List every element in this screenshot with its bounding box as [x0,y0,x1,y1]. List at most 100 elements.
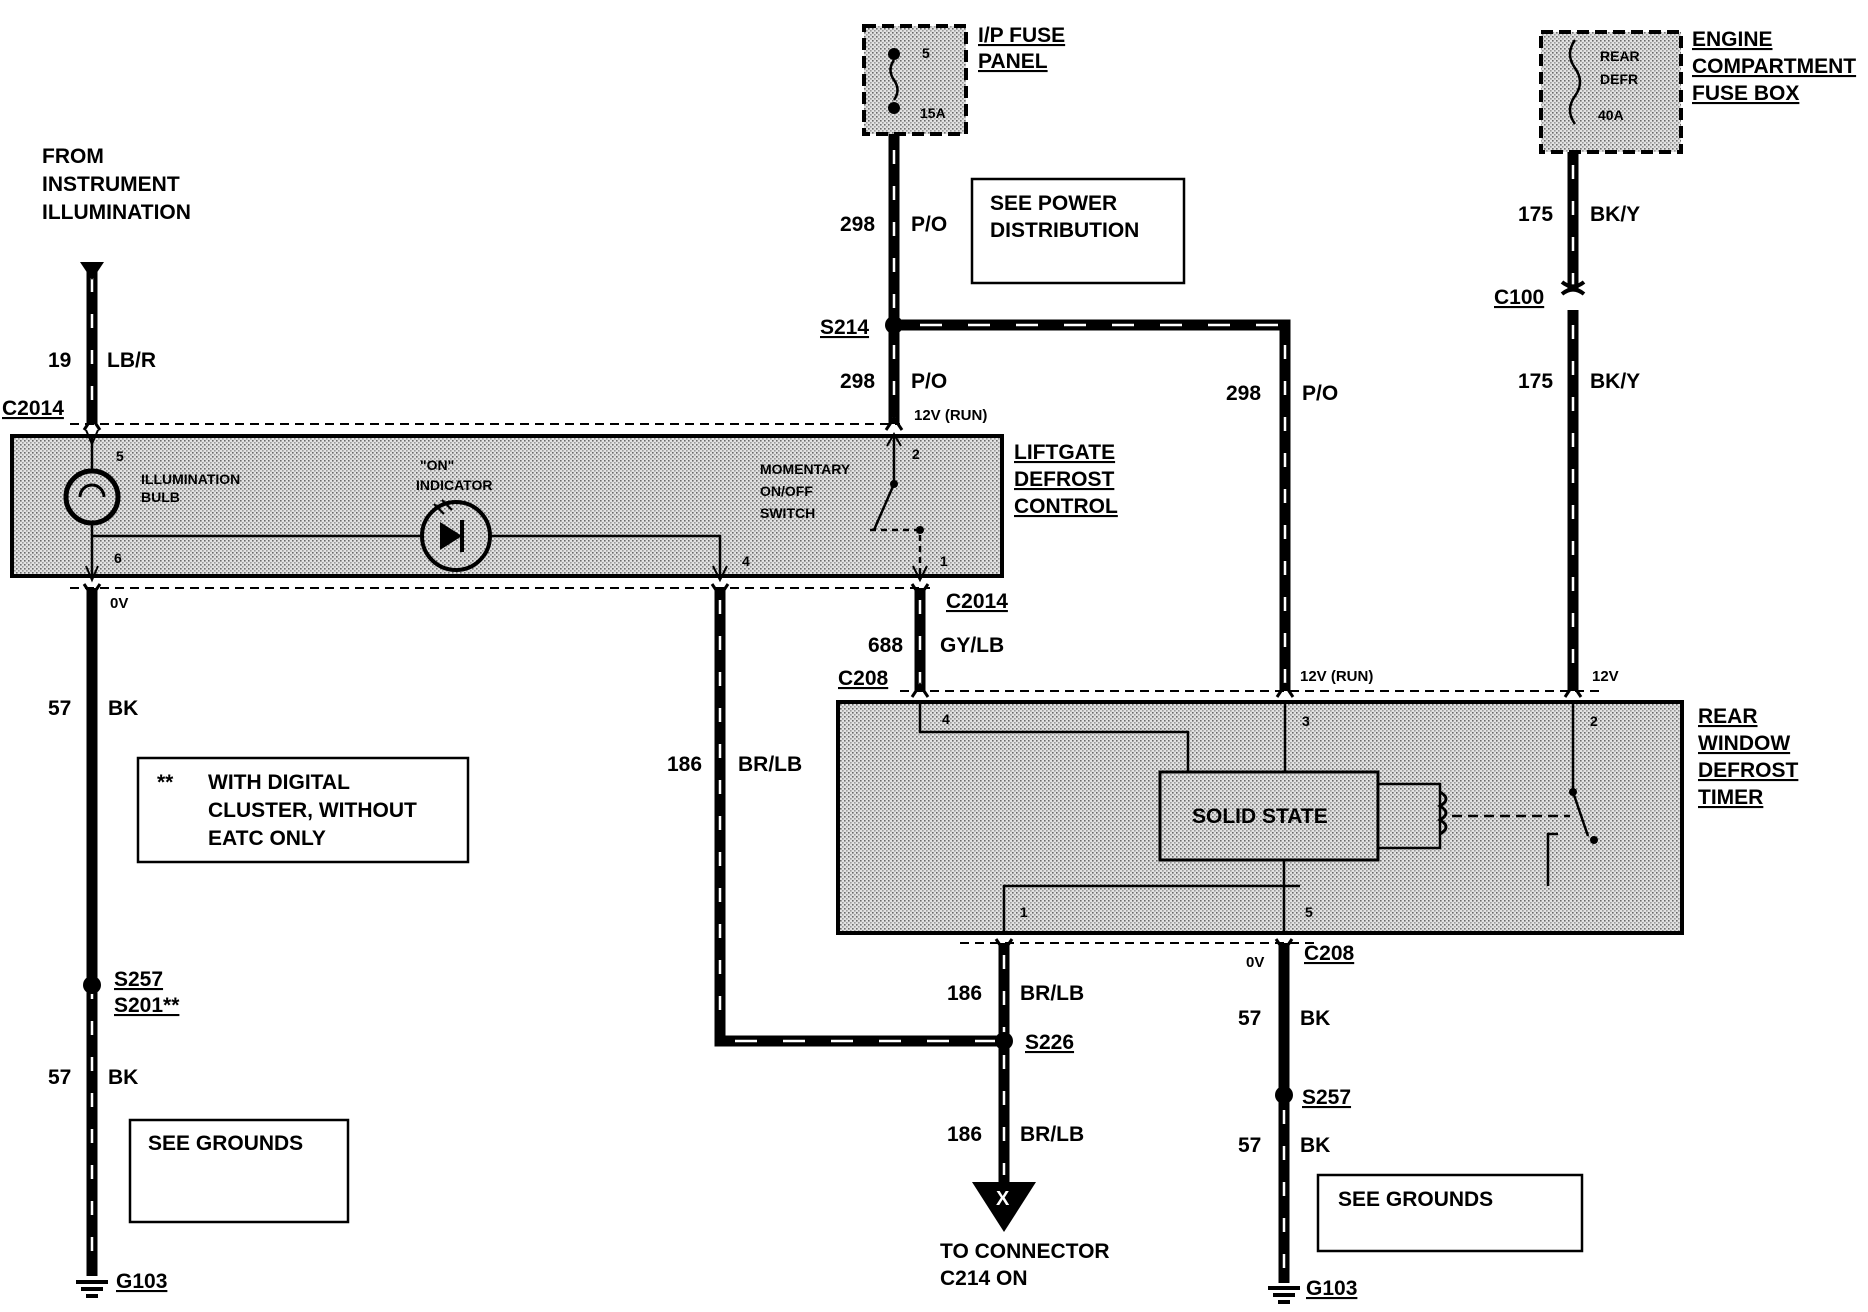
splice-s226-dot [995,1032,1013,1050]
connector-c208-label-bottom: C208 [1304,942,1355,965]
voltage-timer-zero: 0V [1246,954,1264,971]
ground-symbol-right [1268,1286,1300,1304]
voltage-timer-run: 12V (RUN) [1300,668,1373,685]
engine-fuse-box-label-2: COMPARTMENT [1692,55,1856,78]
connector-arrow [994,938,1014,954]
ip-fuse-panel-label-1: I/P FUSE [978,24,1065,47]
connector-c2014-label-bottom: C2014 [946,590,1008,613]
fuse-rating: 15A [920,105,946,121]
ground-symbol-left [76,1280,108,1298]
pin-6-label: 6 [114,550,122,566]
circuit-298-color: P/O [1302,382,1338,405]
power-distribution-note [970,177,1186,285]
switch-label-line-2: ON/OFF [760,483,813,499]
digital-note-mark: ** [157,771,174,794]
circuit-186-number: 186 [667,753,702,776]
liftgate-label-line-1: LIFTGATE [1014,441,1115,464]
timer-internal-wiring [918,700,1598,933]
splice-s257-dot-right [1275,1086,1293,1104]
timer-label-line-1: REAR [1698,705,1758,728]
connector-arrow [710,583,730,599]
destination-line-1: TO CONNECTOR [940,1240,1110,1263]
connector-c100-label: C100 [1494,286,1544,309]
timer-pin-1-label: 1 [1020,904,1028,920]
timer-label-line-4: TIMER [1698,786,1763,809]
connector-c2014-label-top: C2014 [2,397,64,420]
pin-2-label: 2 [912,446,920,462]
connector-arrow [1275,682,1295,698]
digital-note-line-2: CLUSTER, WITHOUT [208,799,417,822]
bulb-label-line-2: BULB [141,489,180,505]
see-grounds-left-text: SEE GROUNDS [148,1132,303,1155]
circuit-57-color: BK [108,1066,138,1089]
circuit-57-number: 57 [1238,1007,1261,1030]
liftgate-label-line-3: CONTROL [1014,495,1118,518]
digital-note-line-1: WITH DIGITAL [208,771,350,794]
power-note-line-2: DISTRIBUTION [990,219,1139,242]
ground-g103-label-left: G103 [116,1270,167,1293]
circuit-186-color: BR/LB [1020,1123,1084,1146]
voltage-timer-batt: 12V [1592,668,1619,685]
pin-1-label: 1 [940,553,948,569]
circuit-186-number: 186 [947,1123,982,1146]
liftgate-defrost-control-module [10,434,1004,578]
indicator-label-line-1: "ON" [420,457,454,473]
engine-fuse-rating: 40A [1598,107,1624,123]
digital-note-line-3: EATC ONLY [208,827,326,850]
wire-186-control-to-s226 [714,588,1004,1047]
circuit-298-number: 298 [1226,382,1261,405]
connector-x-arrow [972,1182,1036,1232]
ground-g103-label-right: G103 [1306,1277,1357,1300]
connector-c208-label-top: C208 [838,667,889,690]
wire-175-fuse-to-timer [1560,152,1586,691]
see-grounds-right-text: SEE GROUNDS [1338,1188,1493,1211]
circuit-688-color: GY/LB [940,634,1004,657]
illumination-bulb-icon [63,429,121,583]
momentary-switch-icon [870,432,928,583]
circuit-19-color: LB/R [107,349,156,372]
power-note-line-1: SEE POWER [990,192,1117,215]
circuit-57-color: BK [108,697,138,720]
connector-arrow [1563,682,1583,698]
connector-arrow [82,415,102,431]
circuit-186-color: BR/LB [738,753,802,776]
solid-state-block [1158,770,1380,862]
connector-arrow [884,415,904,431]
ip-fuse-panel: 5 15A [862,24,968,136]
circuit-298-number: 298 [840,370,875,393]
connector-arrow [1274,938,1294,954]
timer-pin-5-label: 5 [1305,904,1313,920]
circuit-57-number: 57 [48,697,71,720]
connector-arrow [910,682,930,698]
switch-label-line-1: MOMENTARY [760,461,851,477]
circuit-57-number: 57 [1238,1134,1261,1157]
engine-fuse-name-1: REAR [1600,48,1640,64]
circuit-298-number: 298 [840,213,875,236]
timer-pin-3-label: 3 [1302,713,1310,729]
bulb-label-line-1: ILLUMINATION [141,471,240,487]
splice-s201-label: S201** [114,994,180,1017]
timer-label-line-2: WINDOW [1698,732,1790,755]
source-label-line-2: INSTRUMENT [42,173,180,196]
engine-fuse-box: REAR DEFR 40A [1539,30,1683,154]
splice-s257-label: S257 [114,968,163,991]
circuit-175-number: 175 [1518,370,1553,393]
destination-line-2: C214 ON [940,1267,1028,1290]
source-label-line-3: ILLUMINATION [42,201,191,224]
connector-arrow [82,583,102,599]
fuse-number: 5 [922,45,930,61]
voltage-liftgate-run: 12V (RUN) [914,407,987,424]
engine-fuse-box-label-1: ENGINE [1692,28,1773,51]
splice-s257-label-right: S257 [1302,1086,1351,1109]
circuit-298-color: P/O [911,370,947,393]
circuit-57-color: BK [1300,1134,1330,1157]
see-grounds-note-right [1316,1173,1584,1253]
timer-pin-2-label: 2 [1590,713,1598,729]
splice-s214-label: S214 [820,316,869,339]
circuit-186-color: BR/LB [1020,982,1084,1005]
circuit-186-number: 186 [947,982,982,1005]
circuit-175-number: 175 [1518,203,1553,226]
on-indicator-led-icon [92,499,728,583]
circuit-175-color: BK/Y [1590,370,1640,393]
solid-state-label: SOLID STATE [1192,805,1328,828]
